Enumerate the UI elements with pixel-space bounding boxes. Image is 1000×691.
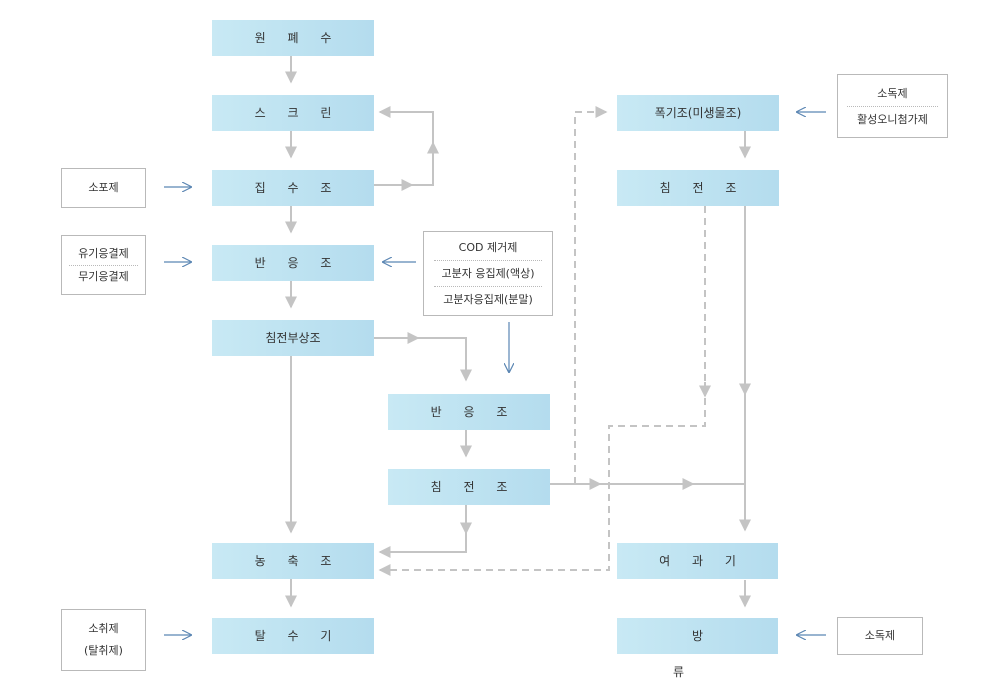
activated-sludge-additive-label: 활성오니첨가제 [846,105,939,132]
flow-sedimentation-sludge-to-thickener [378,505,467,558]
disinfectant-activated-sludge-box: 소독제 활성오니첨가제 [837,74,948,138]
organic-coagulant-label: 유기응결제 [78,246,129,260]
filter-box: 여 과 기 [617,543,778,579]
disinfectant-top-label: 소독제 [877,86,908,100]
discharge-box: 방 류 [617,618,778,679]
polymer-powder-label: 고분자응집제(분말) [434,286,542,312]
aeration-tank-box: 폭기조(미생물조) [617,95,779,131]
cod-agent-box: COD 제거제 고분자 응집제(액상) 고분자응집제(분말) [423,231,553,316]
sedimentation-2-box: 침 전 조 [617,170,779,206]
flow-dashed-return-to-thickener [378,206,706,576]
screen-box: 스 크 린 [212,95,374,131]
reaction-tank-2-box: 반 응 조 [388,394,550,430]
flow-flotation-to-reaction2 [374,337,472,382]
flow-collection-return-loop [374,106,434,186]
polymer-liquid-label: 고분자 응집제(액상) [434,260,542,286]
disinfectant-bottom-box: 소독제 [837,617,923,655]
dehydrator-box: 탈 수 기 [212,618,374,654]
deodorant-alt-label: (탈취제) [84,644,123,657]
inorganic-coagulant-label: 무기응결제 [68,264,139,288]
cod-remover-label: COD 제거제 [458,241,518,254]
disinfectant-bottom-label: 소독제 [864,629,896,642]
flow-dashed-to-aeration [574,106,608,484]
deodorant-label: 소취제 [88,622,119,635]
sedimentation-1-box: 침 전 조 [388,469,550,505]
defoamer-box: 소포제 [61,168,146,208]
raw-water-box: 원 폐 수 [212,20,374,56]
deodorant-box: 소취제 (탈취제) [61,609,146,671]
reaction-tank-1-box: 반 응 조 [212,245,374,281]
defoamer-label: 소포제 [88,181,119,194]
sedimentation-flotation-box: 침전부상조 [212,320,374,356]
collection-tank-box: 집 수 조 [212,170,374,206]
thickener-box: 농 축 조 [212,543,374,579]
coagulant-box: 유기응결제 무기응결제 [61,235,146,295]
